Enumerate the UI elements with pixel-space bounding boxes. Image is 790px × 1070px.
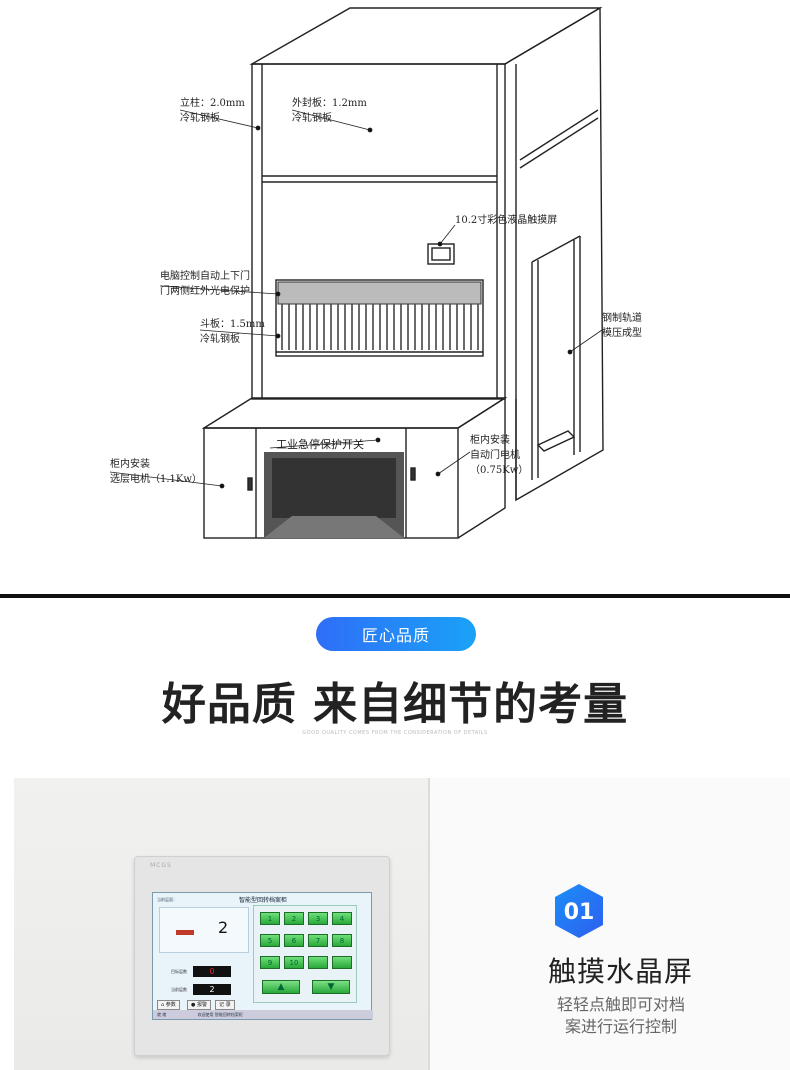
key-3[interactable]: 3: [308, 912, 328, 925]
key-9[interactable]: 9: [260, 956, 280, 969]
key-10[interactable]: 10: [284, 956, 304, 969]
key-4[interactable]: 4: [332, 912, 352, 925]
label-steel-track-2: 模压成型: [602, 328, 642, 339]
floor-display: 2: [159, 907, 249, 953]
floor-value: 2: [218, 918, 229, 937]
target-floor-label: 目标层数: [171, 969, 187, 974]
feature-panel: [430, 778, 790, 1070]
label-layer-motor-2: 选层电机（1.1Kw）: [110, 474, 202, 485]
label-door-protection-1: 电脑控制自动上下门: [160, 271, 250, 282]
key-2[interactable]: 2: [284, 912, 304, 925]
params-label: 参数: [165, 1002, 176, 1008]
section-subheadline: GOOD QUALITY COMES FROM THE CONSIDERATIO…: [302, 730, 488, 736]
label-outer-panel-spec: 外封板：1.2mm: [292, 98, 367, 109]
current-floor-readout: 2: [193, 984, 231, 995]
label-emergency-switch: 工业急停保护开关: [276, 438, 364, 451]
record-button[interactable]: 记 录: [215, 1000, 235, 1010]
key-12[interactable]: [332, 956, 352, 969]
down-arrow-button[interactable]: ▼: [312, 980, 350, 994]
label-column-material: 冷轧钢板: [180, 113, 220, 124]
floor-keypad: 1 2 3 4 5 6 7 8 9 10 ▲ ▼: [253, 905, 357, 1003]
cabinet-technical-diagram: [109, 6, 604, 539]
label-door-protection-2: 门两侧红外光电保护: [160, 286, 250, 297]
label-layer-motor-1: 柜内安装: [110, 459, 150, 470]
panel-seam: [428, 778, 430, 1070]
status-right: 欢迎使用 智能回转档案柜: [197, 1012, 243, 1017]
section-divider: [0, 594, 790, 598]
alarm-label: 报警: [196, 1002, 207, 1008]
label-outer-panel-material: 冷轧钢板: [292, 113, 332, 124]
feature-desc-line-2: 案进行运行控制: [564, 1017, 677, 1036]
feature-desc-line-1: 轻轻点触即可对档: [556, 995, 685, 1014]
home-icon: ⌂: [161, 1002, 165, 1008]
feature-title: 触摸水晶屏: [548, 955, 694, 988]
target-floor-readout: 0: [193, 966, 231, 977]
label-door-motor-2: 自动门电机: [470, 450, 520, 461]
alarm-icon: ●: [191, 1002, 196, 1008]
number-badge-icon: 01: [555, 884, 603, 938]
key-11[interactable]: [308, 956, 328, 969]
label-bucket-spec: 斗板：1.5mm: [200, 319, 265, 330]
key-5[interactable]: 5: [260, 934, 280, 947]
badge-number: 01: [564, 900, 595, 925]
screen-top-label: 当前层面：: [157, 897, 177, 902]
up-arrow-button[interactable]: ▲: [262, 980, 300, 994]
label-door-motor-3: （0.75Kw）: [470, 465, 529, 476]
screen-status-bar: 就 绪 欢迎使用 智能回转档案柜: [153, 1010, 373, 1019]
section-headline: 好品质 来自细节的考量: [161, 679, 629, 730]
params-button[interactable]: ⌂ 参数: [157, 1000, 180, 1010]
screen-title: 智能型回转档案柜: [238, 897, 287, 904]
key-1[interactable]: 1: [260, 912, 280, 925]
key-6[interactable]: 6: [284, 934, 304, 947]
current-floor-label: 当前层数: [171, 987, 187, 992]
key-8[interactable]: 8: [332, 934, 352, 947]
touch-screen[interactable]: 当前层面： 智能型回转档案柜 2 目标层数 0 当前层数 2 1 2 3 4 5…: [152, 892, 373, 1020]
label-column-spec: 立柱：2.0mm: [180, 98, 245, 109]
label-steel-track-1: 钢制轨道: [602, 313, 642, 324]
label-door-motor-1: 柜内安装: [470, 435, 510, 446]
device-brand: MCGS: [150, 862, 172, 869]
floor-indicator-bar: [176, 930, 194, 935]
status-left: 就 绪: [157, 1012, 167, 1017]
section-pill: 匠心品质: [316, 617, 476, 651]
key-7[interactable]: 7: [308, 934, 328, 947]
feature-description: 轻轻点触即可对档 案进行运行控制: [548, 994, 694, 1038]
label-touch-screen: 10.2寸彩色液晶触摸屏: [455, 215, 558, 226]
label-bucket-material: 冷轧钢板: [200, 334, 240, 345]
alarm-button[interactable]: ● 报警: [187, 1000, 211, 1010]
